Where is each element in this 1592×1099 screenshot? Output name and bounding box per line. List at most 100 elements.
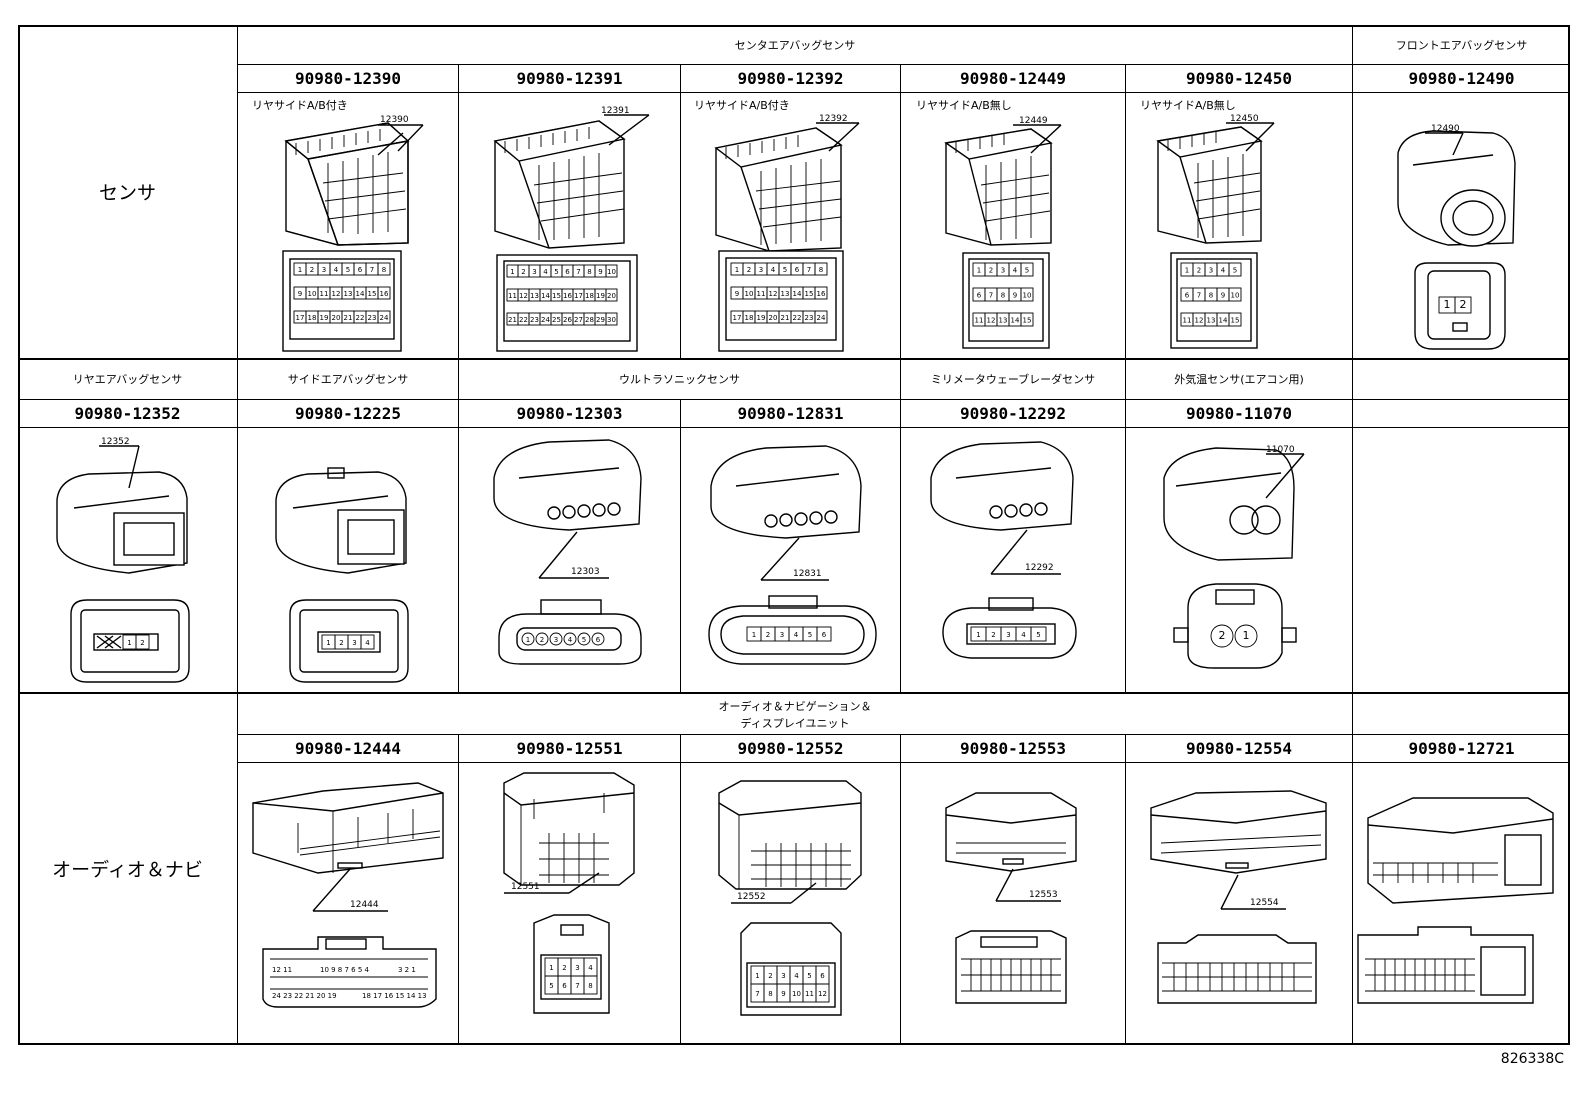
callout-label: 12554 (1250, 898, 1279, 908)
pin-number: 7 (755, 990, 759, 998)
pin-cell (605, 312, 618, 326)
rule (900, 358, 901, 692)
pin-number: 15 (1023, 317, 1032, 325)
group-label: センタエアバッグセンサ (734, 38, 856, 52)
pin-cell (816, 626, 832, 642)
pin-number: 2 (521, 268, 525, 276)
pin-cell (360, 634, 375, 650)
pin-cell (814, 286, 828, 300)
svg-text:18 17 16 15 14 13: 18 17 16 15 14 13 (362, 992, 427, 1000)
pin-number: 2 (1219, 629, 1226, 642)
pin-number: 11 (805, 990, 814, 998)
pin-number: 1 (549, 964, 553, 972)
pin-number: 6 (596, 636, 601, 644)
category-label: センサ (98, 182, 156, 204)
pin-number: 8 (819, 266, 823, 274)
pin-number: 18 (585, 292, 594, 300)
pin-number: 4 (1221, 267, 1226, 275)
pin-number: 23 (368, 314, 377, 322)
svg-text:10 9 8 7 6 5 4: 10 9 8 7 6 5 4 (320, 966, 370, 974)
pin-number: 2 (339, 639, 343, 647)
pin-number: 4 (588, 964, 593, 972)
part-number: 90980-12721 (1408, 738, 1515, 758)
callout-label: 12551 (511, 882, 540, 892)
pin-number: 5 (346, 266, 350, 274)
group-label: ウルトラソニックセンサ (619, 372, 740, 386)
pin-number: 4 (794, 972, 799, 980)
pin-number: 20 (607, 292, 616, 300)
part-number: 90980-12392 (737, 68, 844, 88)
pin-number: 12 (987, 317, 996, 325)
pin-number: 26 (563, 316, 572, 324)
pin-number: 19 (320, 314, 329, 322)
pin-number: 8 (768, 990, 772, 998)
connector-drawing: 12553 (945, 792, 1077, 1004)
pin-number: 2 (747, 266, 751, 274)
pin-number: 18 (308, 314, 317, 322)
pin-number: 5 (1025, 267, 1029, 275)
pin-number: 1 (326, 639, 330, 647)
pin-number: 6 (1185, 292, 1190, 300)
pin-number: 20 (332, 314, 341, 322)
pin-cell (814, 310, 828, 324)
pin-number: 4 (334, 266, 339, 274)
callout-label: 12391 (601, 106, 630, 116)
pin-number: 15 (552, 292, 561, 300)
part-number: 90980-11070 (1186, 403, 1292, 423)
pin-number: 16 (563, 292, 572, 300)
pin-number: 3 (1209, 267, 1213, 275)
group-label: ミリメータウェーブレーダセンサ (930, 372, 1096, 386)
pin-number: 24 (541, 316, 550, 324)
pin-cell (605, 288, 618, 302)
pin-number: 7 (1197, 292, 1201, 300)
part-number: 90980-12225 (295, 403, 401, 423)
pin-number: 8 (588, 982, 592, 990)
group-label: オーディオ＆ナビゲーション＆ (718, 700, 872, 713)
pin-number: 1 (752, 631, 756, 639)
pin-number: 2 (1460, 298, 1467, 311)
pin-number: 8 (1001, 292, 1005, 300)
pin-number: 12 (1195, 317, 1204, 325)
part-number: 90980-12292 (960, 403, 1066, 423)
pin-number: 13 (781, 290, 790, 298)
pin-number: 3 (1001, 267, 1005, 275)
part-number: 90980-12554 (1186, 738, 1292, 758)
part-number: 90980-12303 (516, 403, 623, 423)
category-label: オーディオ＆ナビ (52, 859, 203, 881)
part-number: 90980-12449 (960, 68, 1066, 88)
pin-cell (1020, 262, 1034, 277)
pin-number: 22 (519, 316, 528, 324)
group-label: サイドエアバッグセンサ (287, 372, 409, 386)
pin-number: 1 (1444, 298, 1451, 311)
callout-label: 12552 (737, 892, 766, 902)
variant-note: リヤサイドA/B無し (916, 99, 1012, 112)
svg-text:3 2 1: 3 2 1 (398, 966, 416, 974)
pin-number: 2 (989, 267, 993, 275)
pin-number: 30 (607, 316, 616, 324)
pin-number: 10 (607, 268, 616, 276)
callout-label: 12490 (1431, 124, 1460, 134)
pin-number: 10 (308, 290, 317, 298)
pin-number: 11 (1183, 317, 1192, 325)
pin-number: 14 (356, 290, 365, 298)
pin-number: 14 (1011, 317, 1020, 325)
pin-number: 10 (1023, 292, 1032, 300)
pin-number: 25 (552, 316, 561, 324)
pin-number: 28 (585, 316, 594, 324)
pin-number: 15 (805, 290, 814, 298)
pin-number: 9 (298, 290, 302, 298)
pin-number: 5 (554, 268, 558, 276)
group-label: フロントエアバッグセンサ (1395, 38, 1528, 52)
variant-note: リヤサイドA/B無し (1140, 99, 1236, 112)
pin-number: 4 (543, 268, 548, 276)
pin-cell (377, 286, 391, 300)
